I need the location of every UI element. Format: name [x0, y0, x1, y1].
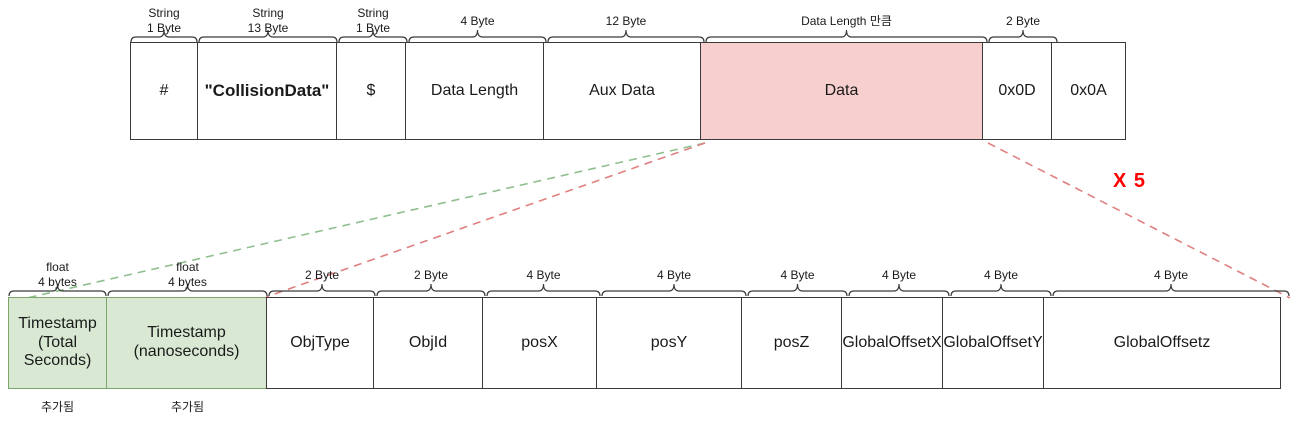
- payload-cell-label: posY: [650, 333, 688, 351]
- payload-size-brace: [848, 283, 950, 297]
- packet-cell: Aux Data: [543, 42, 701, 140]
- payload-size-label: 4 Byte: [1153, 268, 1189, 282]
- packet-cell: Data Length: [405, 42, 544, 140]
- packet-cell-label: 0x0D: [998, 81, 1036, 99]
- payload-note-label: 추가됨: [170, 400, 205, 414]
- payload-cell: ObjType: [266, 297, 374, 389]
- payload-cell: GlobalOffsetX: [841, 297, 943, 389]
- payload-cell: GlobalOffsetY: [942, 297, 1044, 389]
- payload-cell-label: GlobalOffsetY: [943, 333, 1043, 351]
- payload-size-brace: [1052, 283, 1290, 297]
- packet-size-label: 2 Byte: [1005, 14, 1041, 28]
- payload-cell: Timestamp (Total Seconds): [8, 297, 107, 389]
- payload-cell-label: posX: [521, 333, 558, 351]
- payload-size-label: 2 Byte: [413, 268, 449, 282]
- payload-size-brace: [486, 283, 601, 297]
- payload-size-label: 4 Byte: [983, 268, 1019, 282]
- packet-cell: "CollisionData": [197, 42, 337, 140]
- payload-size-brace: [268, 283, 376, 297]
- packet-size-brace: [130, 29, 198, 43]
- payload-size-brace: [950, 283, 1052, 297]
- packet-cell-label: Data: [824, 81, 859, 99]
- payload-size-brace: [8, 283, 107, 297]
- payload-size-brace: [107, 283, 268, 297]
- payload-cell-label: GlobalOffsetz: [1113, 333, 1211, 351]
- payload-size-label: 4 Byte: [656, 268, 692, 282]
- payload-size-brace: [747, 283, 848, 297]
- packet-size-brace: [408, 29, 547, 43]
- packet-cell-label: Aux Data: [589, 81, 655, 99]
- packet-size-label: 4 Byte: [460, 14, 495, 28]
- payload-size-label: 4 Byte: [526, 268, 561, 282]
- payload-size-label: 4 Byte: [881, 268, 917, 282]
- packet-cell: $: [336, 42, 406, 140]
- multiplier-label: X 5: [1113, 170, 1147, 192]
- packet-cell-label: Data Length: [430, 81, 519, 99]
- packet-cell-label: 0x0A: [1070, 81, 1107, 99]
- payload-cell: Timestamp (nanoseconds): [106, 297, 267, 389]
- packet-size-brace: [547, 29, 705, 43]
- payload-cell: ObjId: [373, 297, 483, 389]
- packet-cell: 0x0D: [982, 42, 1052, 140]
- packet-size-brace: [198, 29, 338, 43]
- packet-size-label: 12 Byte: [605, 14, 647, 28]
- payload-cell: posY: [596, 297, 742, 389]
- payload-cell-label: ObjId: [408, 333, 448, 351]
- packet-size-brace: [988, 29, 1058, 43]
- payload-size-label: float 4 bytes: [168, 260, 207, 289]
- packet-cell: 0x0A: [1051, 42, 1126, 140]
- packet-cell-label: #: [159, 81, 169, 99]
- payload-size-brace: [601, 283, 747, 297]
- packet-cell-label: $: [366, 81, 376, 99]
- packet-size-brace: [705, 29, 988, 43]
- payload-cell-label: ObjType: [290, 333, 350, 351]
- payload-size-label: 4 Byte: [780, 268, 815, 282]
- packet-cell: #: [130, 42, 198, 140]
- packet-size-label: Data Length 만큼: [801, 14, 892, 28]
- payload-cell-label: GlobalOffsetX: [842, 333, 942, 351]
- payload-cell-label: Timestamp (nanoseconds): [133, 324, 240, 360]
- packet-cell: Data: [700, 42, 983, 140]
- payload-size-label: 2 Byte: [304, 268, 340, 282]
- payload-cell-label: posZ: [773, 333, 810, 351]
- payload-cell-label: Timestamp (Total Seconds): [18, 314, 97, 370]
- payload-structure-row: Timestamp (Total Seconds) Timestamp (nano…: [8, 297, 1281, 389]
- payload-size-label: float 4 bytes: [38, 260, 77, 289]
- payload-cell: GlobalOffsetz: [1043, 297, 1281, 389]
- packet-size-brace: [338, 29, 408, 43]
- packet-size-label: String 1 Byte: [355, 6, 391, 35]
- packet-size-label: String 13 Byte: [247, 6, 289, 35]
- payload-note-label: 추가됨: [40, 400, 75, 414]
- packet-structure-row: # "CollisionData" $ Data Length Aux Data Data…: [130, 42, 1126, 140]
- payload-size-brace: [376, 283, 486, 297]
- packet-size-label: String 1 Byte: [146, 6, 182, 35]
- payload-cell: posZ: [741, 297, 842, 389]
- payload-cell: posX: [482, 297, 597, 389]
- packet-cell-label: "CollisionData": [204, 80, 330, 100]
